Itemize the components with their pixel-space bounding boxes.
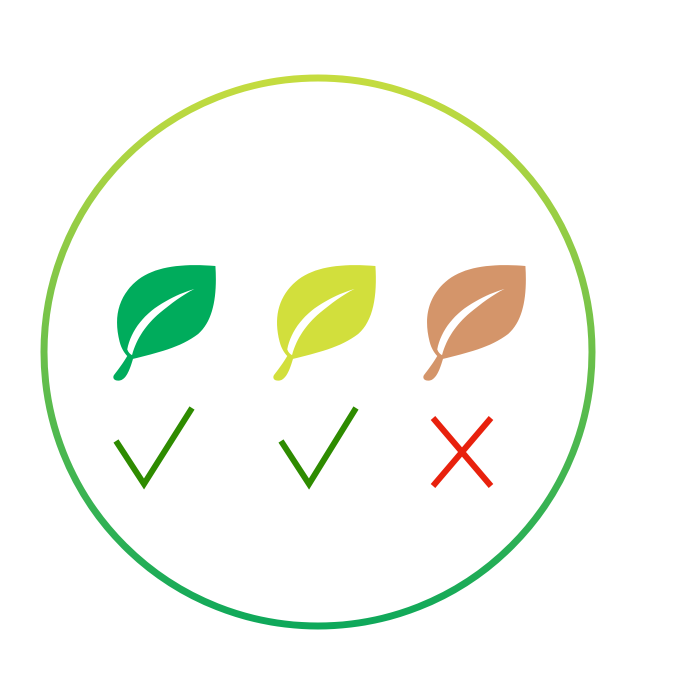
yellow-green-leaf-icon [273, 265, 376, 381]
cross-icon [430, 416, 494, 488]
brown-leaf-icon [423, 265, 526, 381]
leaf-item-3 [423, 265, 526, 488]
checkmark-icon [278, 406, 359, 490]
checkmark-icon [113, 406, 195, 490]
leaf-item-1 [113, 265, 216, 490]
green-leaf-icon [113, 265, 216, 381]
outer-ring [40, 74, 596, 630]
leaf-item-2 [273, 265, 376, 490]
